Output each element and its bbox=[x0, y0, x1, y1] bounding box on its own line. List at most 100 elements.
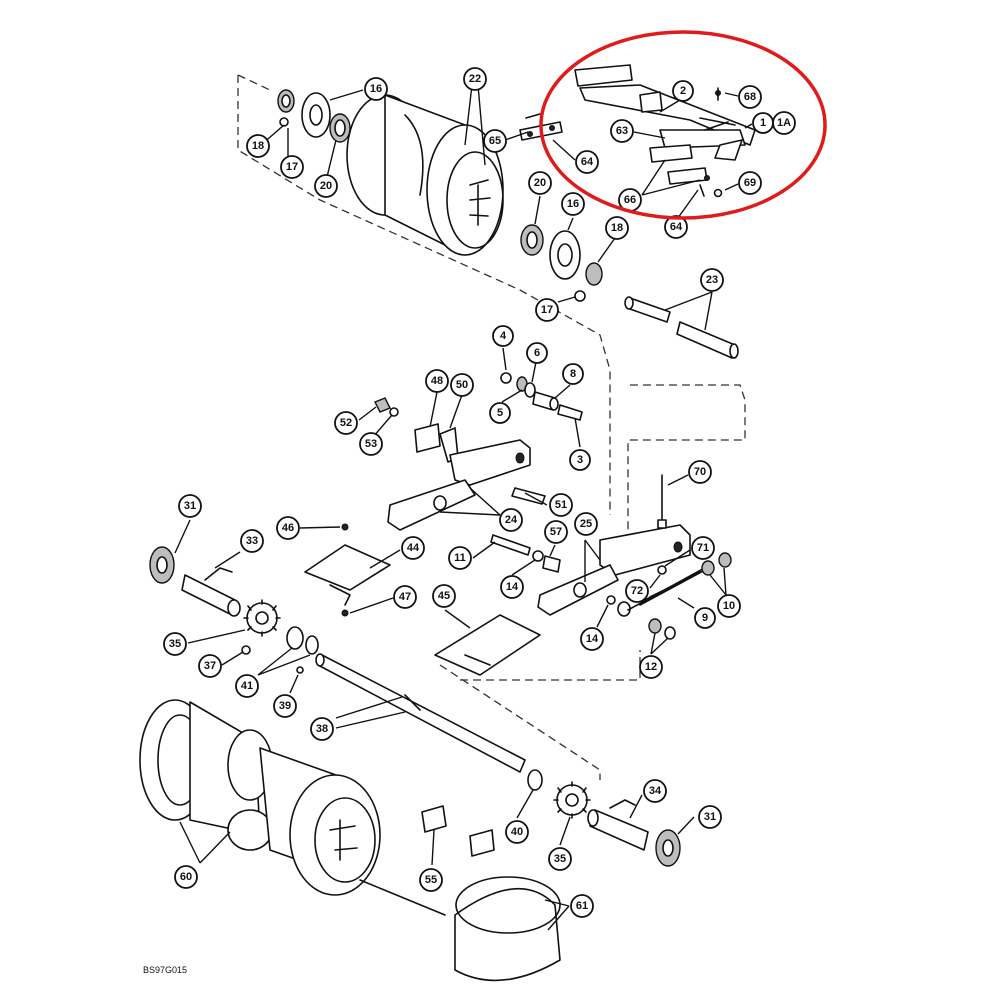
callout-number: 70 bbox=[694, 466, 706, 478]
callout-number: 31 bbox=[184, 500, 196, 512]
callout-bubble bbox=[178, 494, 202, 518]
callout-bubble bbox=[548, 847, 572, 871]
callout-number: 66 bbox=[624, 194, 636, 206]
chain-assembly bbox=[574, 64, 756, 198]
top-left-bearing-group bbox=[277, 89, 351, 143]
callout-c23: 23 bbox=[700, 268, 724, 292]
plates-55 bbox=[421, 805, 495, 857]
callout-c1a: 1A bbox=[772, 111, 796, 135]
callout-bubble bbox=[419, 868, 443, 892]
callout-bubble bbox=[700, 268, 724, 292]
callout-bubble bbox=[694, 607, 716, 629]
callout-number: 17 bbox=[541, 304, 553, 316]
left-sprocket-group bbox=[149, 546, 319, 674]
callout-bubble bbox=[499, 508, 523, 532]
callout-number: 22 bbox=[469, 73, 481, 85]
callout-c55: 55 bbox=[419, 868, 443, 892]
callout-bubble bbox=[492, 325, 514, 347]
callout-number: 52 bbox=[340, 417, 352, 429]
callout-number: 1 bbox=[760, 117, 766, 129]
callout-bubble bbox=[401, 536, 425, 560]
callout-c17a: 17 bbox=[280, 155, 304, 179]
callout-number: 25 bbox=[580, 518, 592, 530]
callout-c25: 25 bbox=[574, 512, 598, 536]
callout-number: 1A bbox=[777, 117, 791, 129]
callout-c10: 10 bbox=[717, 594, 741, 618]
bolt-11-spacer-57 bbox=[490, 534, 631, 617]
callout-c8: 8 bbox=[562, 363, 584, 385]
callout-number: 48 bbox=[431, 375, 443, 387]
callout-bubble bbox=[535, 298, 559, 322]
callout-c17b: 17 bbox=[535, 298, 559, 322]
callout-number: 14 bbox=[586, 633, 599, 645]
shaft-23 bbox=[624, 296, 739, 359]
callout-number: 18 bbox=[252, 140, 264, 152]
callout-bubble bbox=[334, 411, 358, 435]
callout-c38: 38 bbox=[310, 717, 334, 741]
shield-45 bbox=[434, 614, 541, 676]
callout-c22: 22 bbox=[463, 67, 487, 91]
callout-c31a: 31 bbox=[178, 494, 202, 518]
callout-number: 64 bbox=[581, 156, 594, 168]
callout-bubble bbox=[526, 342, 548, 364]
drawing-code: BS97G015 bbox=[143, 965, 187, 975]
callout-bubble bbox=[575, 150, 599, 174]
callout-number: 23 bbox=[706, 274, 718, 286]
callout-bubble bbox=[240, 529, 264, 553]
callout-bubble bbox=[672, 80, 694, 102]
callout-number: 47 bbox=[399, 591, 411, 603]
callout-number: 33 bbox=[246, 535, 258, 547]
callout-c31b: 31 bbox=[698, 805, 722, 829]
callout-c68: 68 bbox=[738, 85, 762, 109]
callout-bubble bbox=[569, 449, 591, 471]
callout-bubble bbox=[544, 520, 568, 544]
highlight-circle bbox=[539, 30, 827, 220]
callout-c14b: 14 bbox=[580, 627, 604, 651]
callout-c35b: 35 bbox=[548, 847, 572, 871]
callout-bubble bbox=[448, 546, 472, 570]
callout-c9: 9 bbox=[694, 607, 716, 629]
callout-number: 61 bbox=[576, 900, 588, 912]
callout-c14a: 14 bbox=[500, 575, 524, 599]
callout-number: 41 bbox=[241, 680, 253, 692]
callout-bubble bbox=[276, 516, 300, 540]
callout-c35a: 35 bbox=[163, 632, 187, 656]
callout-bubble bbox=[562, 363, 584, 385]
callout-c52: 52 bbox=[334, 411, 358, 435]
callout-number: 63 bbox=[616, 125, 628, 137]
callout-number: 71 bbox=[697, 542, 709, 554]
callout-number: 14 bbox=[506, 581, 519, 593]
callout-c70: 70 bbox=[688, 460, 712, 484]
callout-c64a: 64 bbox=[575, 150, 599, 174]
callout-number: 69 bbox=[744, 177, 756, 189]
callout-c20a: 20 bbox=[314, 174, 338, 198]
callout-number: 24 bbox=[505, 514, 518, 526]
callout-number: 46 bbox=[282, 522, 294, 534]
callout-c66: 66 bbox=[618, 188, 642, 212]
callout-c12: 12 bbox=[639, 655, 663, 679]
callout-number: 35 bbox=[554, 853, 566, 865]
callout-bubble bbox=[359, 432, 383, 456]
callout-number: 11 bbox=[454, 552, 466, 564]
plates-48-50 bbox=[374, 397, 459, 463]
callout-number: 3 bbox=[577, 454, 583, 466]
callout-number: 39 bbox=[279, 700, 291, 712]
callout-c48: 48 bbox=[425, 369, 449, 393]
callout-bubble bbox=[364, 77, 388, 101]
callout-c60: 60 bbox=[174, 865, 198, 889]
callout-number: 20 bbox=[320, 180, 332, 192]
callout-number: 57 bbox=[550, 526, 562, 538]
callout-number: 16 bbox=[567, 198, 579, 210]
callout-c71: 71 bbox=[691, 536, 715, 560]
callout-c50: 50 bbox=[450, 373, 474, 397]
callout-number: 9 bbox=[702, 612, 708, 624]
callout-c24: 24 bbox=[499, 508, 523, 532]
callout-number: 34 bbox=[649, 785, 662, 797]
spring-rod-9 bbox=[627, 552, 732, 640]
callout-bubble bbox=[310, 717, 334, 741]
callout-bubble bbox=[425, 369, 449, 393]
callout-c20b: 20 bbox=[528, 171, 552, 195]
callout-bubble bbox=[280, 155, 304, 179]
callout-c61: 61 bbox=[570, 894, 594, 918]
assembly-guide-lines bbox=[237, 74, 746, 780]
